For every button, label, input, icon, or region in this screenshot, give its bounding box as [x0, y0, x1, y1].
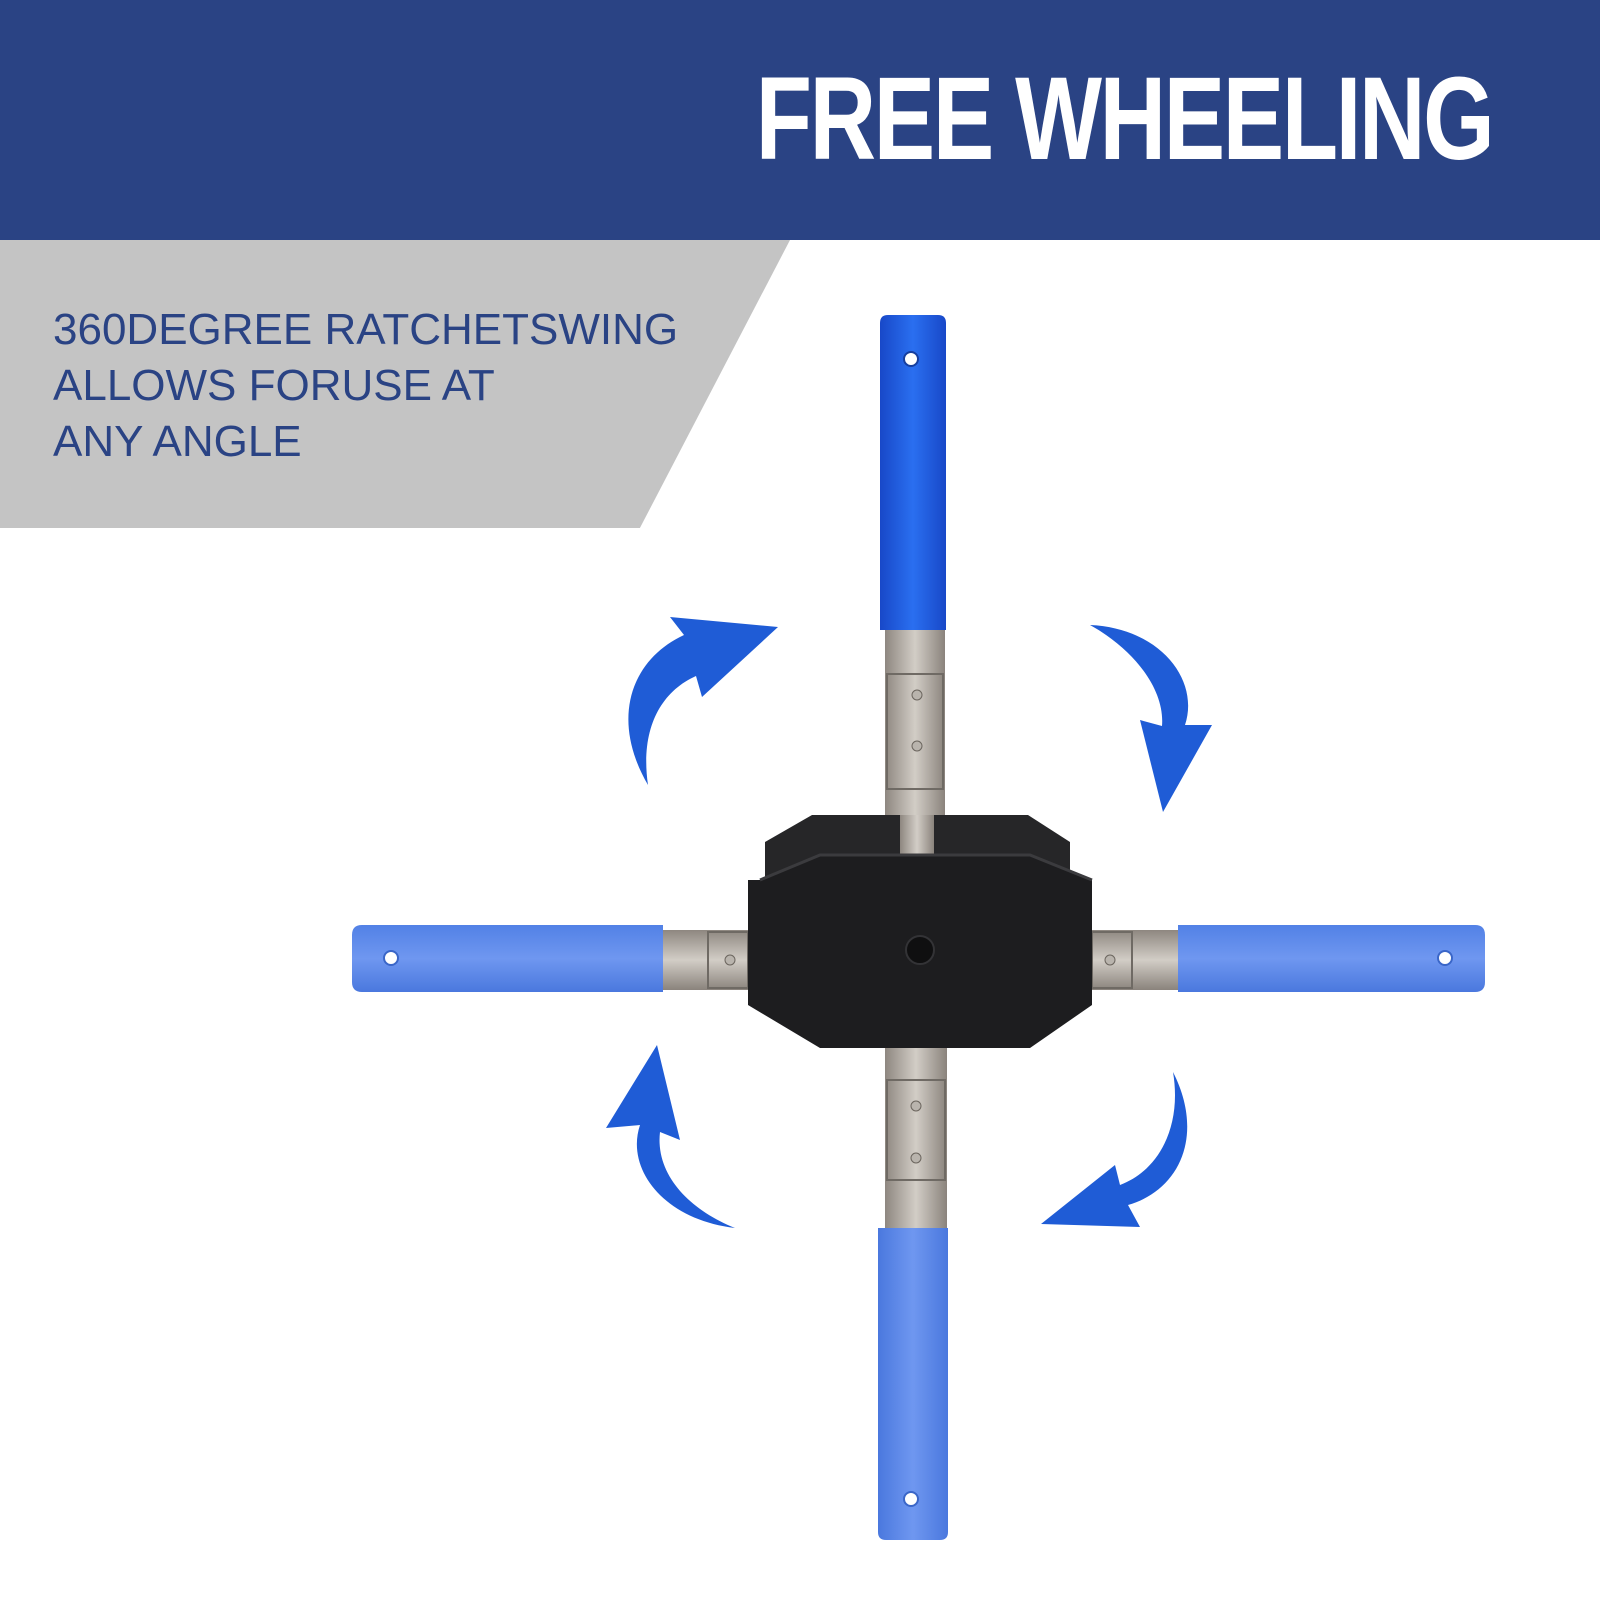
ratchet-body	[748, 815, 1093, 1048]
rotate-arrow-bottom-left-icon	[606, 1045, 735, 1228]
caption-line-1: 360DEGREE RATCHETSWING	[53, 305, 679, 354]
caption-line-3: ANY ANGLE	[53, 417, 302, 466]
top-handle	[880, 315, 946, 630]
left-handle	[352, 925, 663, 992]
caption-text: 360DEGREE RATCHETSWING ALLOWS FORUSE AT …	[53, 302, 678, 470]
banner-title: FREE WHEELING	[755, 53, 1494, 185]
top-banner: FREE WHEELING	[0, 0, 1600, 240]
caption-panel	[0, 240, 790, 528]
rotate-arrow-top-right-icon	[1090, 625, 1212, 812]
rotate-arrow-bottom-right-icon	[1041, 1072, 1188, 1227]
bottom-shank	[885, 1040, 947, 1235]
right-shank	[1085, 930, 1185, 990]
bottom-handle	[878, 1228, 948, 1540]
left-shank	[655, 930, 755, 990]
top-shank	[885, 625, 945, 850]
right-handle	[1178, 925, 1485, 992]
rotate-arrow-top-left-icon	[628, 617, 778, 785]
caption-line-2: ALLOWS FORUSE AT	[53, 361, 495, 410]
